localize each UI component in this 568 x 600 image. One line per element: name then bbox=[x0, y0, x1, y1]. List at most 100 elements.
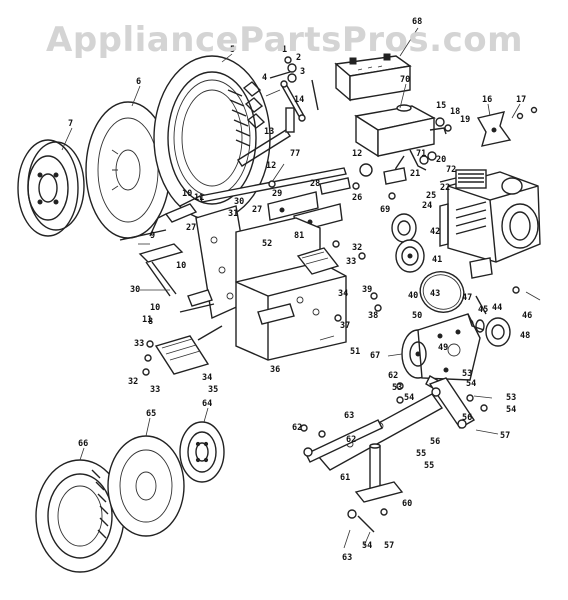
engine[interactable] bbox=[439, 169, 541, 279]
label-p66: 66 bbox=[78, 439, 88, 449]
axle-rod[interactable] bbox=[237, 107, 295, 167]
label-p11a: 11 bbox=[194, 193, 204, 203]
label-p18: 18 bbox=[450, 107, 460, 117]
label-p56a: 56 bbox=[462, 413, 472, 423]
label-p63a: 63 bbox=[344, 411, 354, 421]
label-p48: 48 bbox=[520, 331, 530, 341]
label-p12b: 12 bbox=[352, 149, 362, 159]
label-p4: 4 bbox=[262, 73, 267, 83]
label-p27a: 27 bbox=[186, 223, 196, 233]
label-p32b: 32 bbox=[128, 377, 138, 387]
label-p33b: 33 bbox=[150, 385, 160, 395]
label-p64: 64 bbox=[202, 399, 212, 409]
label-p14: 14 bbox=[294, 95, 304, 105]
label-p8: 8 bbox=[148, 317, 153, 327]
label-p46: 46 bbox=[522, 311, 532, 321]
air-filter-parts[interactable] bbox=[359, 163, 457, 185]
label-p3: 3 bbox=[300, 67, 305, 77]
rear-tire[interactable] bbox=[153, 55, 271, 221]
label-p72: 72 bbox=[446, 165, 456, 175]
link-rod[interactable] bbox=[280, 79, 319, 122]
label-p63b: 63 bbox=[342, 553, 352, 563]
label-p54a: 54 bbox=[466, 379, 476, 389]
label-p53b: 53 bbox=[392, 383, 402, 393]
label-p30a: 30 bbox=[234, 197, 244, 207]
label-p50: 50 bbox=[412, 311, 422, 321]
drive-belt[interactable] bbox=[414, 266, 469, 319]
label-p15: 15 bbox=[436, 101, 446, 111]
label-p33c: 33 bbox=[346, 257, 356, 267]
label-p62a: 62 bbox=[292, 423, 302, 433]
label-p56b: 56 bbox=[430, 437, 440, 447]
label-p26: 26 bbox=[352, 193, 362, 203]
label-p34b: 34 bbox=[202, 373, 212, 383]
label-p2: 2 bbox=[296, 53, 301, 63]
label-p16: 16 bbox=[482, 95, 492, 105]
label-p57a: 57 bbox=[500, 431, 510, 441]
watermark: AppliancePartsPros.com bbox=[46, 20, 524, 60]
rear-wheel-rim[interactable] bbox=[17, 139, 85, 237]
label-p17: 17 bbox=[516, 95, 526, 105]
label-p53a: 53 bbox=[462, 369, 472, 379]
label-p54d: 54 bbox=[362, 541, 372, 551]
lift-arm[interactable] bbox=[316, 377, 475, 471]
label-p71: 71 bbox=[416, 149, 426, 159]
leader-lines bbox=[61, 27, 541, 549]
clutch-pulley[interactable] bbox=[466, 295, 511, 347]
label-p6: 6 bbox=[136, 77, 141, 87]
misc-hardware[interactable] bbox=[142, 106, 538, 412]
vertical-post[interactable] bbox=[347, 443, 404, 533]
label-p47: 47 bbox=[462, 293, 472, 303]
linkage-bar[interactable] bbox=[199, 167, 347, 203]
front-inner-tire[interactable] bbox=[107, 435, 185, 537]
shift-rod-left[interactable] bbox=[119, 229, 223, 341]
label-p33a: 33 bbox=[134, 339, 144, 349]
foot-plate-left[interactable] bbox=[154, 335, 210, 375]
main-frame[interactable] bbox=[235, 217, 347, 361]
label-p9: 9 bbox=[150, 231, 155, 241]
fuel-tank[interactable] bbox=[354, 104, 447, 158]
label-p24: 24 bbox=[422, 201, 432, 211]
top-hardware[interactable] bbox=[269, 56, 297, 83]
label-p35: 35 bbox=[208, 385, 218, 395]
label-p25: 25 bbox=[426, 191, 436, 201]
label-p69: 69 bbox=[380, 205, 390, 215]
pulleys[interactable] bbox=[391, 213, 425, 273]
bracket-16[interactable] bbox=[476, 111, 512, 147]
label-p36: 36 bbox=[270, 365, 280, 375]
front-wheel-rim[interactable] bbox=[179, 421, 225, 483]
label-p70: 70 bbox=[400, 75, 410, 85]
label-p68: 68 bbox=[412, 17, 422, 27]
label-p7: 7 bbox=[68, 119, 73, 129]
label-p10b: 10 bbox=[176, 261, 186, 271]
label-p55a: 55 bbox=[416, 449, 426, 459]
label-p51: 51 bbox=[350, 347, 360, 357]
label-p62c: 62 bbox=[346, 435, 356, 445]
label-p22: 22 bbox=[440, 183, 450, 193]
label-p11b: 11 bbox=[142, 315, 152, 325]
label-p31: 31 bbox=[228, 209, 238, 219]
label-p40: 40 bbox=[408, 291, 418, 301]
label-p30b: 30 bbox=[130, 285, 140, 295]
label-p10c: 10 bbox=[150, 303, 160, 313]
label-p53c: 53 bbox=[506, 393, 516, 403]
label-p54b: 54 bbox=[404, 393, 414, 403]
label-p52: 52 bbox=[262, 239, 272, 249]
label-p62b: 62 bbox=[388, 371, 398, 381]
label-p67: 67 bbox=[370, 351, 380, 361]
battery[interactable] bbox=[334, 53, 412, 102]
label-p32a: 32 bbox=[352, 243, 362, 253]
label-p21: 21 bbox=[410, 169, 420, 179]
label-p60: 60 bbox=[402, 499, 412, 509]
label-p20: 20 bbox=[436, 155, 446, 165]
label-p41: 41 bbox=[432, 255, 442, 265]
control-lever[interactable] bbox=[149, 195, 201, 237]
label-p34a: 34 bbox=[338, 289, 348, 299]
lower-link[interactable] bbox=[300, 419, 383, 463]
label-p43: 43 bbox=[430, 289, 440, 299]
label-p55b: 55 bbox=[424, 461, 434, 471]
label-p44: 44 bbox=[492, 303, 502, 313]
foot-plate-right[interactable] bbox=[296, 247, 340, 275]
